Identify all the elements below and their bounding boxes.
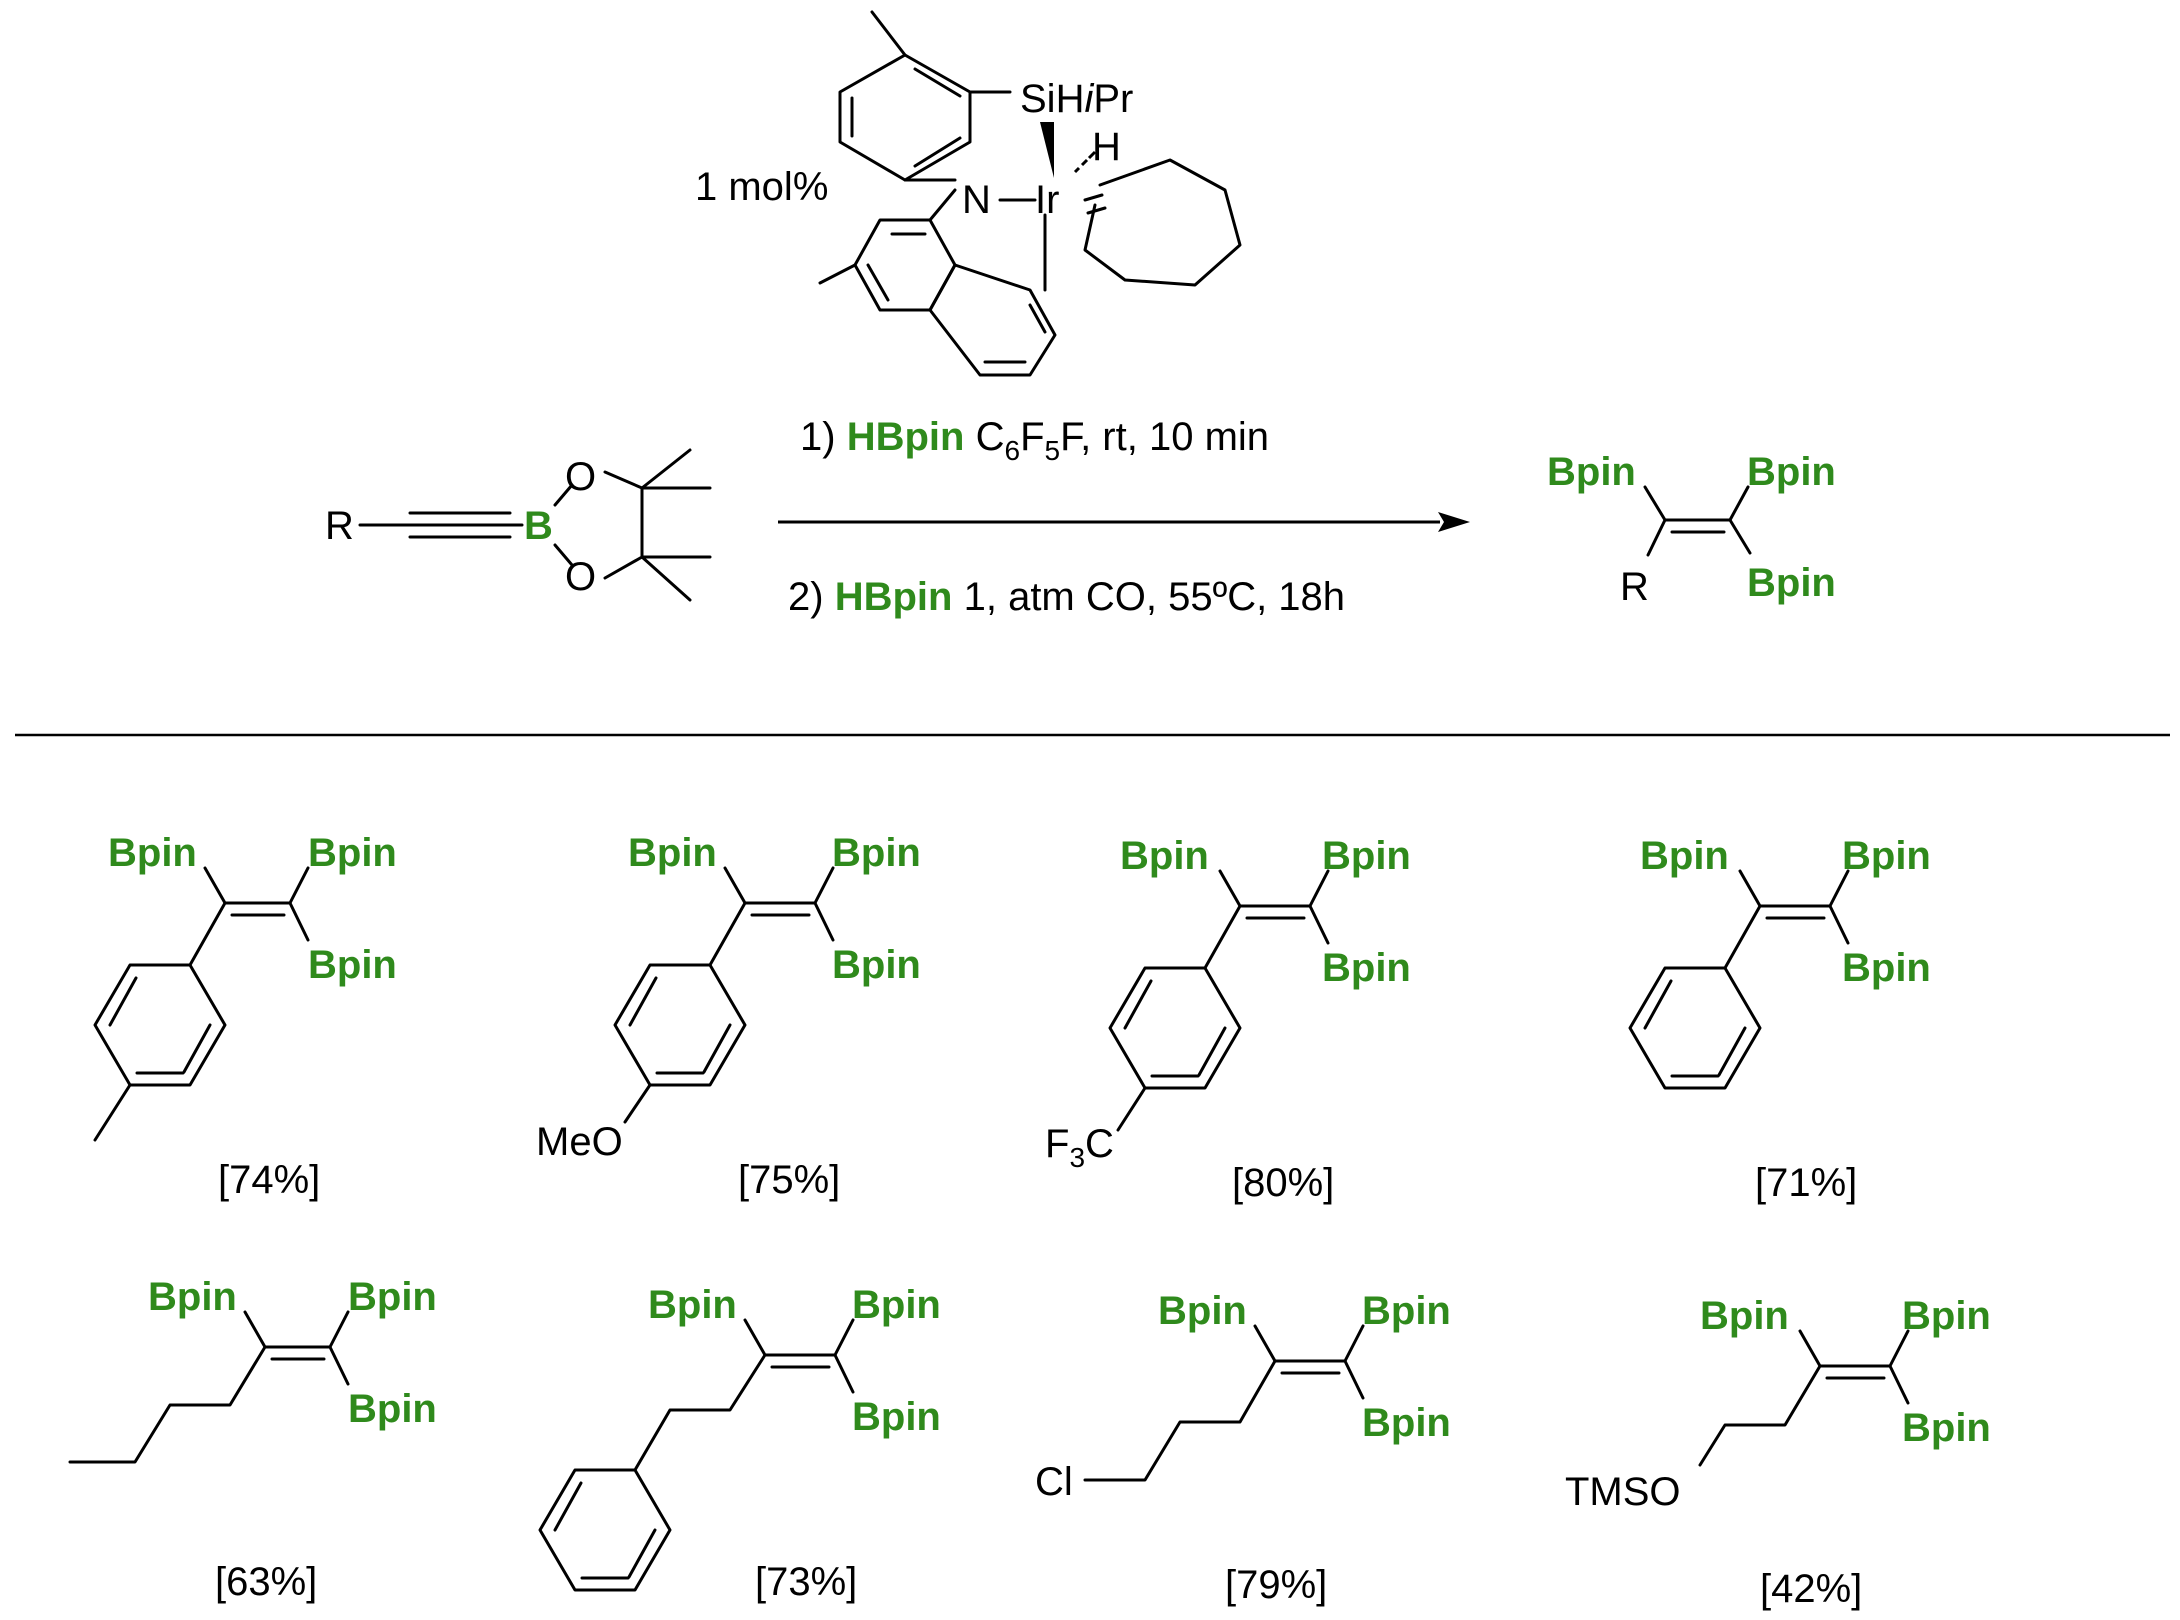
svg-text:Bpin: Bpin xyxy=(1700,1294,1789,1338)
product-bpin-3: Bpin xyxy=(1747,561,1836,605)
reagent-bonds xyxy=(358,448,712,602)
oxygen-bottom-label: O xyxy=(565,555,596,599)
svg-text:Bpin: Bpin xyxy=(148,1275,237,1319)
svg-text:Bpin: Bpin xyxy=(648,1283,737,1327)
product-trimethylsilyloxyethyl: Bpin Bpin Bpin TMSO [42%] xyxy=(1565,1294,1991,1611)
svg-text:Bpin: Bpin xyxy=(308,943,397,987)
svg-text:Bpin: Bpin xyxy=(628,831,717,875)
iridium-catalyst: 1 mol% SiHiPr H N Ir xyxy=(695,10,1242,377)
yield-label: [71%] xyxy=(1755,1161,1857,1205)
product-phenyl: Bpin Bpin Bpin [71%] xyxy=(1628,834,1931,1205)
condition-step-1: 1) HBpin C6F5F, rt, 10 min xyxy=(800,415,1269,466)
general-product: Bpin Bpin Bpin R xyxy=(1547,450,1836,609)
condition-step-2: 2) HBpin 1, atm CO, 55ºC, 18h xyxy=(788,575,1345,619)
yield-label: [74%] xyxy=(218,1158,320,1202)
svg-text:Bpin: Bpin xyxy=(1322,834,1411,878)
oxygen-top-label: O xyxy=(565,455,596,499)
product-phenethyl: Bpin Bpin Bpin [73%] xyxy=(538,1283,941,1604)
yield-label: [73%] xyxy=(755,1560,857,1604)
product-3-chloropropyl: Bpin Bpin Bpin Cl [79%] xyxy=(1035,1289,1451,1607)
svg-text:Bpin: Bpin xyxy=(1322,946,1411,990)
trifluoromethyl-label: F3C xyxy=(1045,1122,1114,1173)
yield-label: [79%] xyxy=(1225,1563,1327,1607)
product-p-methoxyphenyl: Bpin Bpin Bpin MeO [75%] xyxy=(536,831,921,1202)
svg-text:Bpin: Bpin xyxy=(1120,834,1209,878)
product-bpin-2: Bpin xyxy=(1747,450,1836,494)
svg-text:Bpin: Bpin xyxy=(348,1275,437,1319)
yield-label: [80%] xyxy=(1232,1161,1334,1205)
catalyst-loading: 1 mol% xyxy=(695,165,828,209)
alkynyl-bpin-reagent: R B O O xyxy=(325,448,712,602)
svg-text:Bpin: Bpin xyxy=(852,1283,941,1327)
svg-text:Bpin: Bpin xyxy=(1842,946,1931,990)
r-group-label: R xyxy=(325,504,354,548)
nitrogen-label: N xyxy=(962,178,991,222)
hydride-label: H xyxy=(1092,125,1121,169)
product-r-label: R xyxy=(1620,565,1649,609)
reaction-arrow xyxy=(778,512,1470,532)
svg-text:Bpin: Bpin xyxy=(832,831,921,875)
svg-text:Bpin: Bpin xyxy=(1158,1289,1247,1333)
product-bpin-1: Bpin xyxy=(1547,450,1636,494)
svg-text:Bpin: Bpin xyxy=(108,831,197,875)
methoxy-label: MeO xyxy=(536,1120,623,1164)
svg-text:Bpin: Bpin xyxy=(1362,1401,1451,1445)
yield-label: [75%] xyxy=(738,1158,840,1202)
chloro-label: Cl xyxy=(1035,1460,1073,1504)
svg-text:Bpin: Bpin xyxy=(1842,834,1931,878)
si-ir-wedge-bond xyxy=(1040,122,1054,178)
svg-text:Bpin: Bpin xyxy=(1902,1294,1991,1338)
iridium-label: Ir xyxy=(1035,178,1059,222)
yield-label: [42%] xyxy=(1760,1567,1862,1611)
product-n-butyl: Bpin Bpin Bpin [63%] xyxy=(68,1275,437,1604)
silyl-group-label: SiHiPr xyxy=(1020,77,1133,121)
svg-text:Bpin: Bpin xyxy=(852,1395,941,1439)
svg-text:Bpin: Bpin xyxy=(832,943,921,987)
product-p-tolyl: Bpin Bpin Bpin [74%] xyxy=(93,831,397,1202)
svg-text:Bpin: Bpin xyxy=(1640,834,1729,878)
product-p-trifluoromethylphenyl: Bpin Bpin Bpin F3C [80%] xyxy=(1045,834,1411,1205)
catalyst-bonds xyxy=(818,10,1242,377)
svg-text:Bpin: Bpin xyxy=(308,831,397,875)
ir-h-hashed-bond xyxy=(1073,150,1097,174)
yield-label: [63%] xyxy=(215,1560,317,1604)
svg-text:Bpin: Bpin xyxy=(1902,1406,1991,1450)
svg-text:Bpin: Bpin xyxy=(1362,1289,1451,1333)
svg-text:Bpin: Bpin xyxy=(348,1387,437,1431)
boron-label: B xyxy=(524,504,553,548)
trimethylsilyloxy-label: TMSO xyxy=(1565,1470,1681,1514)
product-bonds xyxy=(1643,485,1752,557)
